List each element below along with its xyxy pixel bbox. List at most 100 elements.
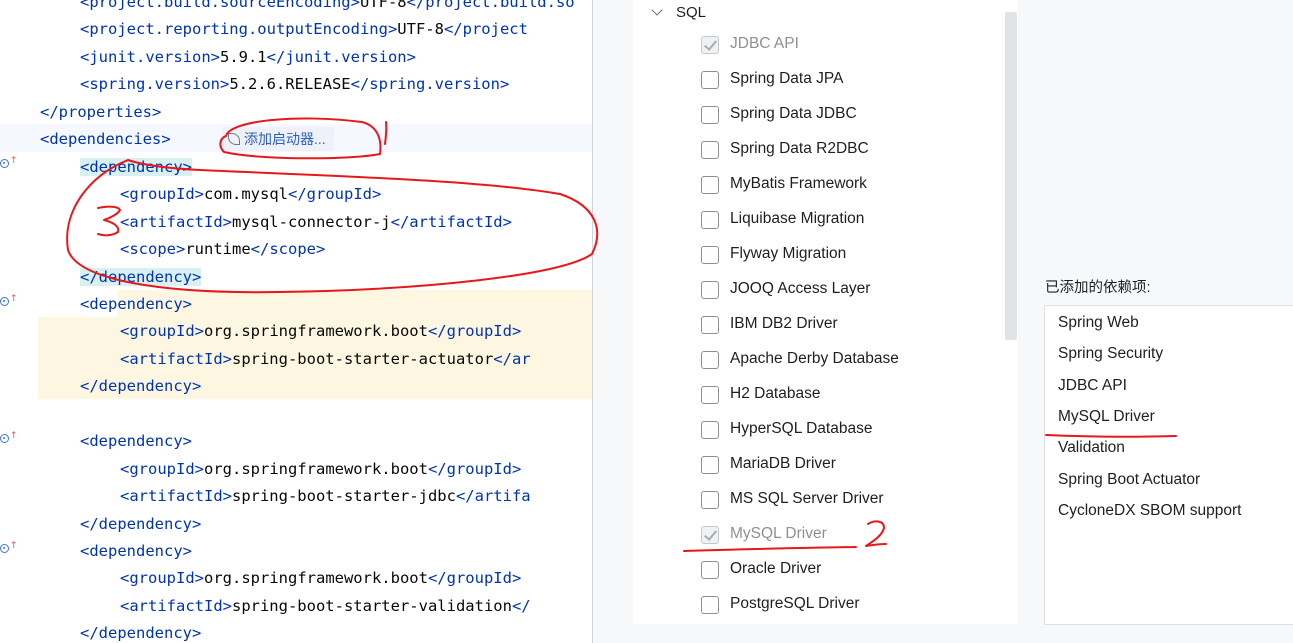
- dependency-item[interactable]: IBM DB2 Driver: [701, 313, 1001, 339]
- code-line[interactable]: <project.reporting.outputEncoding>UTF-8<…: [80, 16, 528, 43]
- dependency-item[interactable]: Oracle Driver: [701, 558, 1001, 584]
- dependency-checkbox[interactable]: [701, 36, 719, 54]
- dependency-checkbox[interactable]: [701, 386, 719, 404]
- code-line[interactable]: </dependency>: [80, 620, 201, 643]
- dependency-item[interactable]: MariaDB Driver: [701, 453, 1001, 479]
- dependency-item[interactable]: JDBC API: [701, 33, 1001, 59]
- sql-group-header[interactable]: SQL: [648, 4, 768, 24]
- xml-tag: </groupId>: [427, 569, 522, 588]
- added-dependency-item[interactable]: MySQL Driver: [1058, 407, 1155, 425]
- xml-tag: <groupId>: [120, 569, 204, 588]
- added-dependency-item[interactable]: Spring Boot Actuator: [1058, 470, 1201, 488]
- spring-bean-gutter-icon[interactable]: ↑: [0, 294, 18, 310]
- xml-tag: </properties>: [40, 102, 162, 121]
- xml-tag: </artifa: [455, 487, 531, 506]
- dependency-item[interactable]: Flyway Migration: [701, 243, 1001, 269]
- dependency-checkbox[interactable]: [701, 526, 719, 544]
- code-line[interactable]: </dependency>: [80, 264, 202, 291]
- dependency-checkbox[interactable]: [701, 491, 719, 509]
- add-starter-button[interactable]: 添加启动器...: [222, 127, 334, 151]
- dependency-item[interactable]: MySQL Driver: [701, 523, 1001, 549]
- code-line[interactable]: <groupId>org.springframework.boot</group…: [120, 456, 521, 483]
- spring-leaf-icon: [228, 133, 240, 145]
- code-line[interactable]: </dependency>: [80, 511, 201, 538]
- add-starter-label: 添加启动器...: [244, 131, 326, 147]
- spring-bean-gutter-icon[interactable]: ↑: [0, 156, 18, 172]
- dependency-item[interactable]: MyBatis Framework: [701, 173, 1001, 199]
- code-editor[interactable]: <project.build.sourceEncoding>UTF-8</pro…: [0, 0, 592, 643]
- checkmark-icon: [703, 527, 718, 541]
- xml-text: UTF-8: [397, 20, 444, 39]
- xml-tag: </scope>: [250, 240, 326, 259]
- code-line[interactable]: <junit.version>5.9.1</junit.version>: [80, 44, 416, 71]
- dependency-item[interactable]: HyperSQL Database: [701, 418, 1001, 444]
- spring-bean-gutter-icon[interactable]: ↑: [0, 541, 18, 557]
- dependency-checkbox[interactable]: [701, 596, 719, 614]
- xml-tag: <artifactId>: [120, 487, 232, 506]
- code-line[interactable]: <artifactId>mysql-connector-j</artifactI…: [120, 209, 512, 236]
- dependency-checkbox[interactable]: [701, 106, 719, 124]
- xml-text: 5.2.6.RELEASE: [229, 75, 351, 94]
- code-line[interactable]: <dependency>: [80, 428, 192, 455]
- added-dependency-item[interactable]: Spring Web: [1058, 314, 1139, 331]
- added-dependencies-title: 已添加的依赖项:: [1045, 280, 1151, 296]
- code-line[interactable]: <dependency>: [80, 291, 192, 318]
- dependency-checkbox[interactable]: [701, 316, 719, 334]
- dependency-item[interactable]: H2 Database: [701, 383, 1001, 409]
- dependency-item[interactable]: JOOQ Access Layer: [701, 278, 1001, 304]
- dependency-checkbox[interactable]: [701, 71, 719, 89]
- spring-bean-gutter-icon[interactable]: ↑: [0, 431, 18, 447]
- code-line[interactable]: <artifactId>spring-boot-starter-jdbc</ar…: [120, 483, 531, 510]
- dependency-item[interactable]: Apache Derby Database: [701, 348, 1001, 374]
- code-line[interactable]: <scope>runtime</scope>: [120, 236, 325, 263]
- dependency-item[interactable]: Spring Data JDBC: [701, 103, 1001, 129]
- dependency-checkbox[interactable]: [701, 211, 719, 229]
- code-line[interactable]: <spring.version>5.2.6.RELEASE</spring.ve…: [80, 71, 509, 98]
- xml-tag: <project.reporting.outputEncoding>: [80, 20, 398, 39]
- added-dependency-item[interactable]: JDBC API: [1058, 376, 1127, 394]
- dependency-list-scrollbar[interactable]: [1005, 12, 1017, 340]
- dependency-checkbox[interactable]: [701, 561, 719, 579]
- dependency-label: MyBatis Framework: [730, 175, 867, 192]
- code-line[interactable]: <project.build.sourceEncoding>UTF-8</pro…: [80, 0, 575, 16]
- dependency-label: Spring Data JDBC: [730, 105, 857, 122]
- code-line[interactable]: <artifactId>spring-boot-starter-validati…: [120, 593, 531, 620]
- dependency-label: Apache Derby Database: [730, 350, 899, 367]
- xml-tag: </ar: [493, 349, 531, 368]
- dependency-label: H2 Database: [730, 385, 821, 402]
- added-dependency-item[interactable]: CycloneDX SBOM support: [1058, 501, 1242, 519]
- xml-text: runtime: [185, 240, 251, 259]
- dependency-item[interactable]: PostgreSQL Driver: [701, 593, 1001, 619]
- code-line[interactable]: <groupId>com.mysql</groupId>: [120, 181, 381, 208]
- code-line[interactable]: <dependency>: [80, 154, 192, 181]
- dependency-checkbox[interactable]: [701, 281, 719, 299]
- dependency-checkbox[interactable]: [701, 246, 719, 264]
- xml-text: mysql-connector-j: [231, 212, 391, 231]
- dependency-checkbox[interactable]: [701, 141, 719, 159]
- code-line[interactable]: </properties>: [40, 99, 161, 126]
- dependency-item[interactable]: Liquibase Migration: [701, 208, 1001, 234]
- code-line[interactable]: <groupId>org.springframework.boot</group…: [120, 565, 521, 592]
- dependency-list-panel[interactable]: [633, 0, 1018, 624]
- code-line[interactable]: </dependency>: [80, 373, 201, 400]
- xml-tag: </groupId>: [288, 185, 382, 204]
- added-dependency-item[interactable]: Spring Security: [1058, 345, 1164, 363]
- xml-tag: <groupId>: [120, 322, 204, 341]
- added-dependencies-panel[interactable]: [1044, 305, 1293, 625]
- dependency-label: Spring Data R2DBC: [730, 140, 869, 157]
- code-line[interactable]: <dependencies>: [40, 126, 171, 153]
- dependency-checkbox[interactable]: [701, 176, 719, 194]
- dependency-checkbox[interactable]: [701, 421, 719, 439]
- dependency-item[interactable]: Spring Data JPA: [701, 68, 1001, 94]
- xml-tag: <spring.version>: [80, 75, 230, 94]
- code-line[interactable]: <dependency>: [80, 538, 192, 565]
- dependency-checkbox[interactable]: [701, 351, 719, 369]
- code-line[interactable]: <artifactId>spring-boot-starter-actuator…: [120, 346, 531, 373]
- added-dependency-item[interactable]: Validation: [1058, 439, 1125, 457]
- xml-text: spring-boot-starter-actuator: [231, 349, 494, 368]
- dependency-checkbox[interactable]: [701, 456, 719, 474]
- dependency-item[interactable]: MS SQL Server Driver: [701, 488, 1001, 514]
- dependency-label: MySQL Driver: [730, 525, 827, 542]
- code-line[interactable]: <groupId>org.springframework.boot</group…: [120, 318, 521, 345]
- dependency-item[interactable]: Spring Data R2DBC: [701, 138, 1001, 164]
